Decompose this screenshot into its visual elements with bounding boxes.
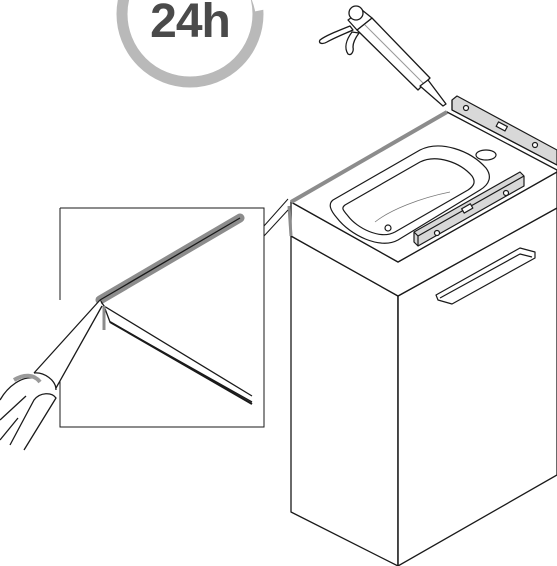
spirit-level-icon: [413, 171, 525, 247]
wash-basin: [329, 145, 497, 244]
timer-label: 24h: [150, 0, 230, 48]
spirit-level-icon: [451, 95, 557, 166]
drawer-handle-icon: [435, 247, 536, 305]
detail-callout: [0, 198, 289, 455]
caulking-gun-icon: [318, 5, 447, 107]
timer-ring: [116, 0, 264, 88]
drain-hole: [384, 224, 392, 232]
sealant-bead: [290, 110, 448, 204]
timer-ring-gap: [251, 0, 269, 12]
callout-leader: [263, 198, 289, 227]
silicone-nozzle-icon: [0, 299, 103, 455]
callout-frame: [59, 207, 265, 428]
timer-badge-icon: 24h: [116, 0, 269, 88]
tap-hole: [475, 149, 497, 161]
